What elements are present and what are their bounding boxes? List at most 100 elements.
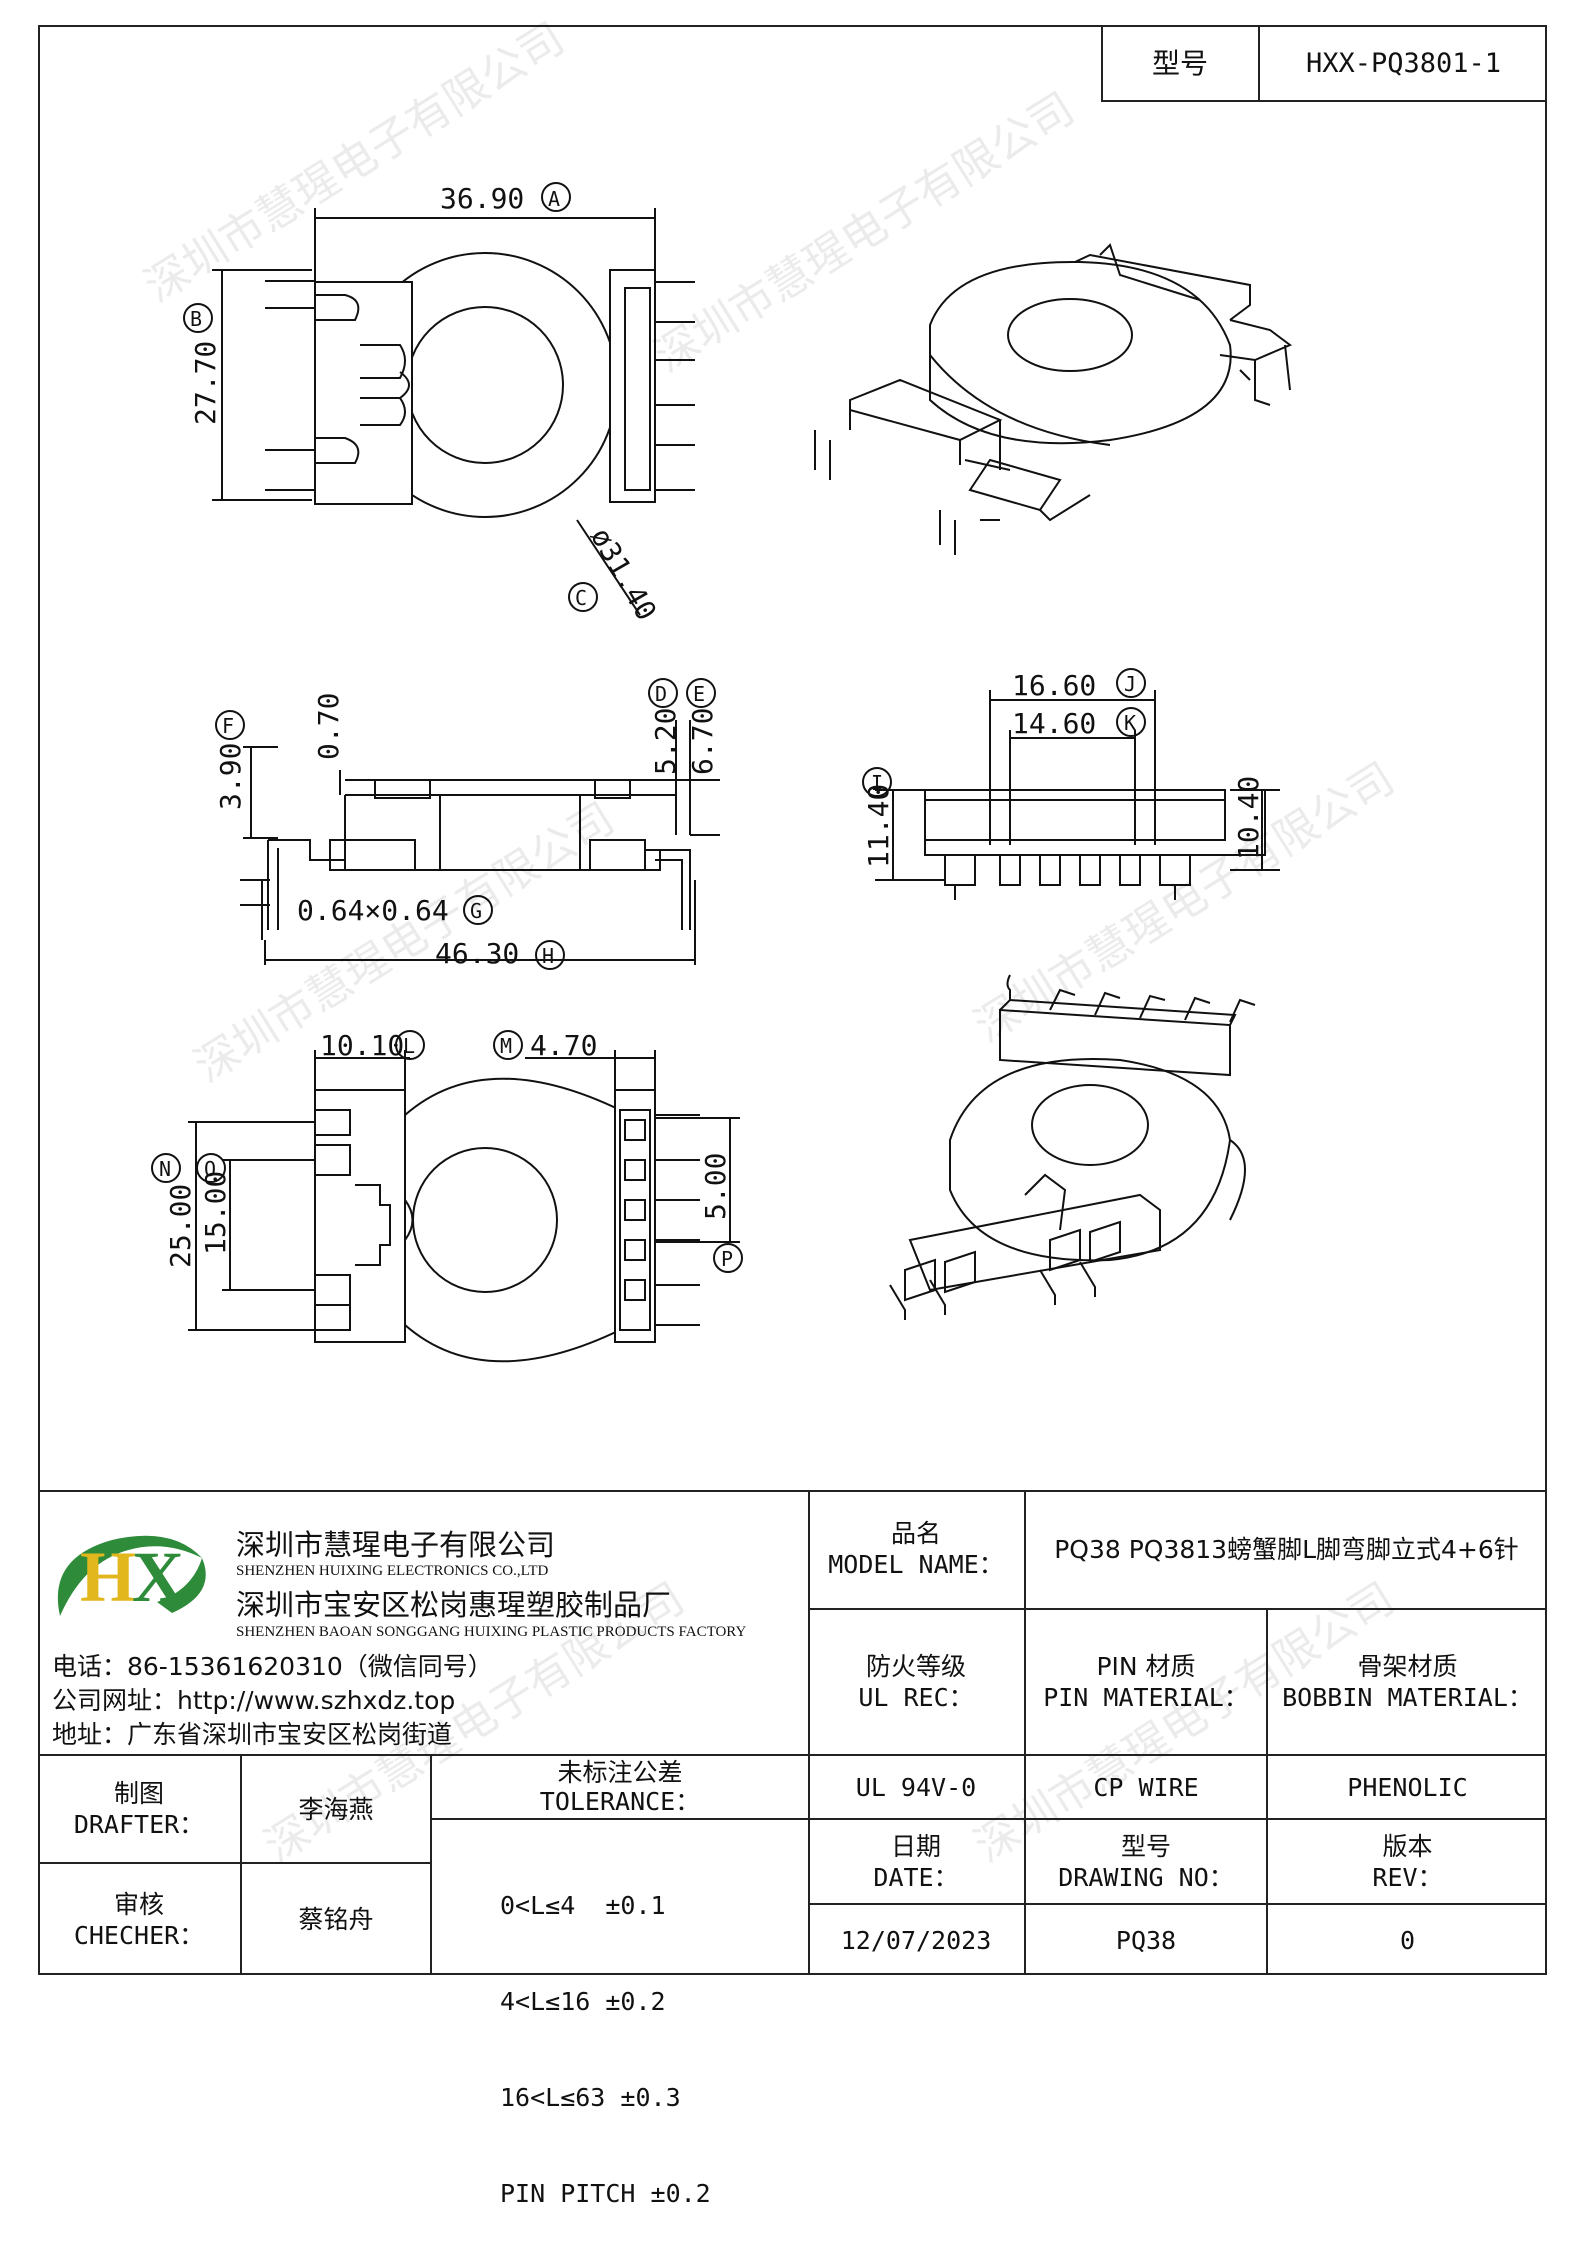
dim-l: 10.10 (320, 1029, 404, 1062)
end-view (862, 668, 1280, 900)
title-block-vline (808, 1490, 810, 1975)
bobbin-material-value: PHENOLIC (1347, 1772, 1468, 1802)
drafter-label: 制图 DRAFTER： (38, 1756, 240, 1862)
ul-rec-label: 防火等级 UL REC： (808, 1610, 1024, 1754)
dim-b: 27.70 (189, 341, 222, 425)
company-address: 地址：广东省深圳市宝安区松岗街道 (52, 1720, 453, 1749)
top-view (183, 182, 695, 616)
callout-e: E (693, 682, 705, 706)
technical-drawing: 36.90 A B C F D E 0.64×0.64 G 46.30 H 16… (151, 182, 1292, 1363)
dim-p: 5.00 (699, 1153, 732, 1220)
checker-label: 审核 CHECHER： (38, 1864, 240, 1975)
callout-h: H (542, 944, 554, 968)
drafter-value: 李海燕 (298, 1794, 374, 1824)
side-view (215, 678, 720, 970)
dim-c: ø31.40 (584, 522, 663, 626)
dim-n: 25.00 (164, 1184, 197, 1268)
dim-e: 6.70 (686, 708, 719, 775)
dim-i: 11.40 (862, 784, 895, 868)
header-divider (1258, 25, 1260, 102)
company-name-en: SHENZHEN HUIXING ELECTRONICS CO.,LTD (236, 1563, 549, 1579)
rev-en: REV： (1372, 1862, 1443, 1892)
model-name-en: MODEL NAME： (828, 1550, 1004, 1579)
dim-m: 4.70 (530, 1029, 597, 1062)
tolerance-en: TOLERANCE： (539, 1787, 701, 1816)
pin-material-label: PIN 材质 PIN MATERIAL： (1026, 1610, 1266, 1754)
tolerance-cn: 未标注公差 (557, 1758, 683, 1787)
logo-letter-x: X (132, 1537, 184, 1617)
bobbin-material-cn: 骨架材质 (1357, 1652, 1458, 1681)
tolerance-label: 未标注公差 TOLERANCE： (432, 1756, 808, 1818)
tolerance-line: 4<L≤16 ±0.2 (500, 1987, 666, 2016)
title-block-top-line (38, 1490, 1547, 1492)
drawing-no-value: PQ38 (1115, 1925, 1177, 1955)
checker-value: 蔡铭舟 (298, 1905, 374, 1934)
drawing-frame (38, 25, 1547, 1975)
title-block-line (38, 1754, 1547, 1756)
dim-d: 5.20 (649, 708, 682, 775)
bobbin-material-en: BOBBIN MATERIAL： (1282, 1683, 1533, 1712)
callout-d: D (655, 682, 667, 706)
company-website: 公司网址：http://www.szhxdz.top (52, 1686, 456, 1715)
callout-n: N (159, 1157, 171, 1181)
dim-h: 46.30 (435, 937, 519, 970)
drawing-no-cn: 型号 (1120, 1831, 1171, 1861)
pin-material-cn: PIN 材质 (1096, 1652, 1196, 1681)
callout-l: L (403, 1034, 415, 1058)
callout-b: B (190, 307, 202, 331)
callout-p: P (721, 1247, 733, 1271)
dim-g: 0.64×0.64 (297, 894, 449, 927)
drafter-en: DRAFTER： (73, 1810, 205, 1839)
header-box (1101, 25, 1547, 102)
title-block-vline (240, 1754, 242, 1975)
model-name-label: 品名 MODEL NAME： (808, 1490, 1024, 1608)
checker-en: CHECHER： (73, 1920, 205, 1950)
title-block-vline (1024, 1490, 1026, 1975)
callout-i: I (871, 771, 883, 795)
dim-o: 15.00 (199, 1171, 232, 1255)
date-en: DATE： (873, 1862, 959, 1892)
callout-o: O (204, 1157, 216, 1181)
model-name-value: PQ38 PQ3813螃蟹脚L脚弯脚立式4+6针 (1054, 1534, 1519, 1564)
dim-j: 16.60 (1012, 669, 1096, 702)
title-block-line (430, 1818, 1547, 1820)
title-block-vline (1266, 1608, 1268, 1975)
company-logo: H X (52, 1518, 217, 1628)
isometric-view-1 (814, 243, 1292, 555)
callout-c: C (575, 586, 587, 610)
title-block-line (808, 1903, 1547, 1905)
checker-cn: 审核 (113, 1889, 164, 1919)
date-value: 12/07/2023 (840, 1925, 992, 1955)
dim-k: 14.60 (1012, 707, 1096, 740)
tolerance-line: PIN PITCH ±0.2 (500, 2179, 711, 2208)
header-part-number: HXX-PQ3801-1 (1305, 48, 1502, 79)
callout-g: G (470, 899, 482, 923)
title-block-vline (430, 1754, 432, 1975)
dim-a: 36.90 (440, 182, 524, 215)
isometric-view-2 (889, 974, 1256, 1320)
company-name-cn: 深圳市慧瑆电子有限公司 (236, 1528, 556, 1562)
bobbin-material-label: 骨架材质 BOBBIN MATERIAL： (1268, 1610, 1547, 1754)
callout-j: J (1124, 672, 1136, 696)
rev-label: 版本 REV： (1268, 1820, 1547, 1903)
dim-1040: 10.40 (1232, 776, 1265, 860)
factory-name-cn: 深圳市宝安区松岗惠瑆塑胶制品厂 (236, 1588, 672, 1622)
callout-m: M (500, 1034, 512, 1058)
drafter-cn: 制图 (113, 1779, 164, 1808)
rev-cn: 版本 (1382, 1831, 1433, 1861)
drawing-no-en: DRAWING NO： (1058, 1862, 1234, 1892)
rev-value: 0 (1399, 1925, 1416, 1955)
date-label: 日期 DATE： (808, 1820, 1024, 1903)
header-label: 型号 (1151, 47, 1208, 80)
tolerance-line: 16<L≤63 ±0.3 (500, 2083, 681, 2112)
dim-070: 0.70 (312, 693, 345, 760)
factory-name-en: SHENZHEN BAOAN SONGGANG HUIXING PLASTIC … (236, 1624, 747, 1640)
tolerance-line: 0<L≤4 ±0.1 (500, 1891, 666, 1920)
title-block-line (38, 1862, 430, 1864)
pin-material-value: CP WIRE (1093, 1772, 1199, 1802)
callout-a: A (548, 187, 560, 211)
drawing-no-label: 型号 DRAWING NO： (1026, 1820, 1266, 1903)
ul-rec-value: UL 94V-0 (855, 1772, 977, 1802)
date-cn: 日期 (890, 1831, 941, 1861)
bottom-view (151, 1030, 743, 1363)
